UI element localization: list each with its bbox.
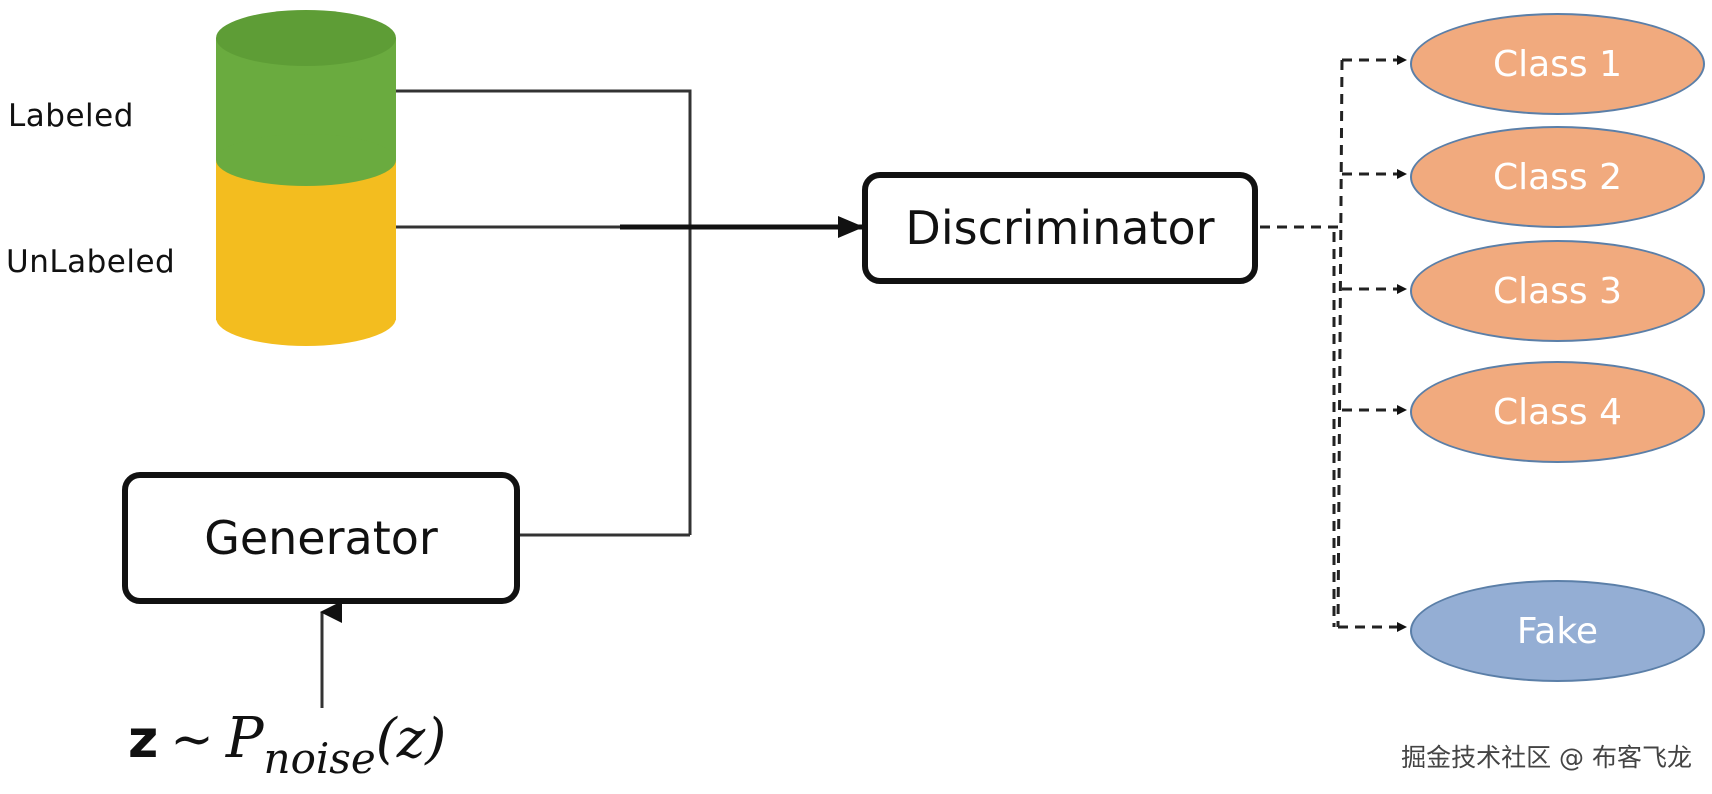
watermark: 掘金技术社区 @ 布客飞龙 <box>1401 743 1692 772</box>
class-1-label: Class 1 <box>1492 43 1623 85</box>
distribution-argument: (z) <box>375 707 447 770</box>
discriminator-label: Discriminator <box>905 201 1215 255</box>
labeled-unlabeled-boundary <box>216 134 396 186</box>
discriminator-box: Discriminator <box>862 172 1258 284</box>
noise-formula: z~Pnoise(z) <box>128 706 446 792</box>
output-connectors <box>1260 55 1407 632</box>
labeled-line <box>396 89 692 535</box>
class-2-label: Class 2 <box>1492 156 1623 198</box>
class-2-node: Class 2 <box>1410 126 1705 228</box>
class-4-node: Class 4 <box>1410 361 1705 463</box>
generator-label: Generator <box>204 511 438 565</box>
distribution-symbol: P <box>225 706 264 771</box>
labeled-label: Labeled <box>8 98 134 134</box>
class-4-label: Class 4 <box>1492 391 1623 433</box>
noise-variable: z <box>128 710 159 770</box>
fake-node: Fake <box>1410 580 1705 682</box>
class-1-node: Class 1 <box>1410 13 1705 115</box>
class-3-label: Class 3 <box>1492 270 1623 312</box>
database-cylinder <box>216 10 396 346</box>
unlabeled-segment <box>216 160 396 320</box>
unlabeled-label: UnLabeled <box>6 244 176 280</box>
generator-box: Generator <box>122 472 520 604</box>
distributed-as-symbol: ~ <box>170 710 214 770</box>
fake-label: Fake <box>1516 610 1599 652</box>
class-3-node: Class 3 <box>1410 240 1705 342</box>
distribution-subscript: noise <box>263 734 376 783</box>
cylinder-top <box>216 10 396 66</box>
